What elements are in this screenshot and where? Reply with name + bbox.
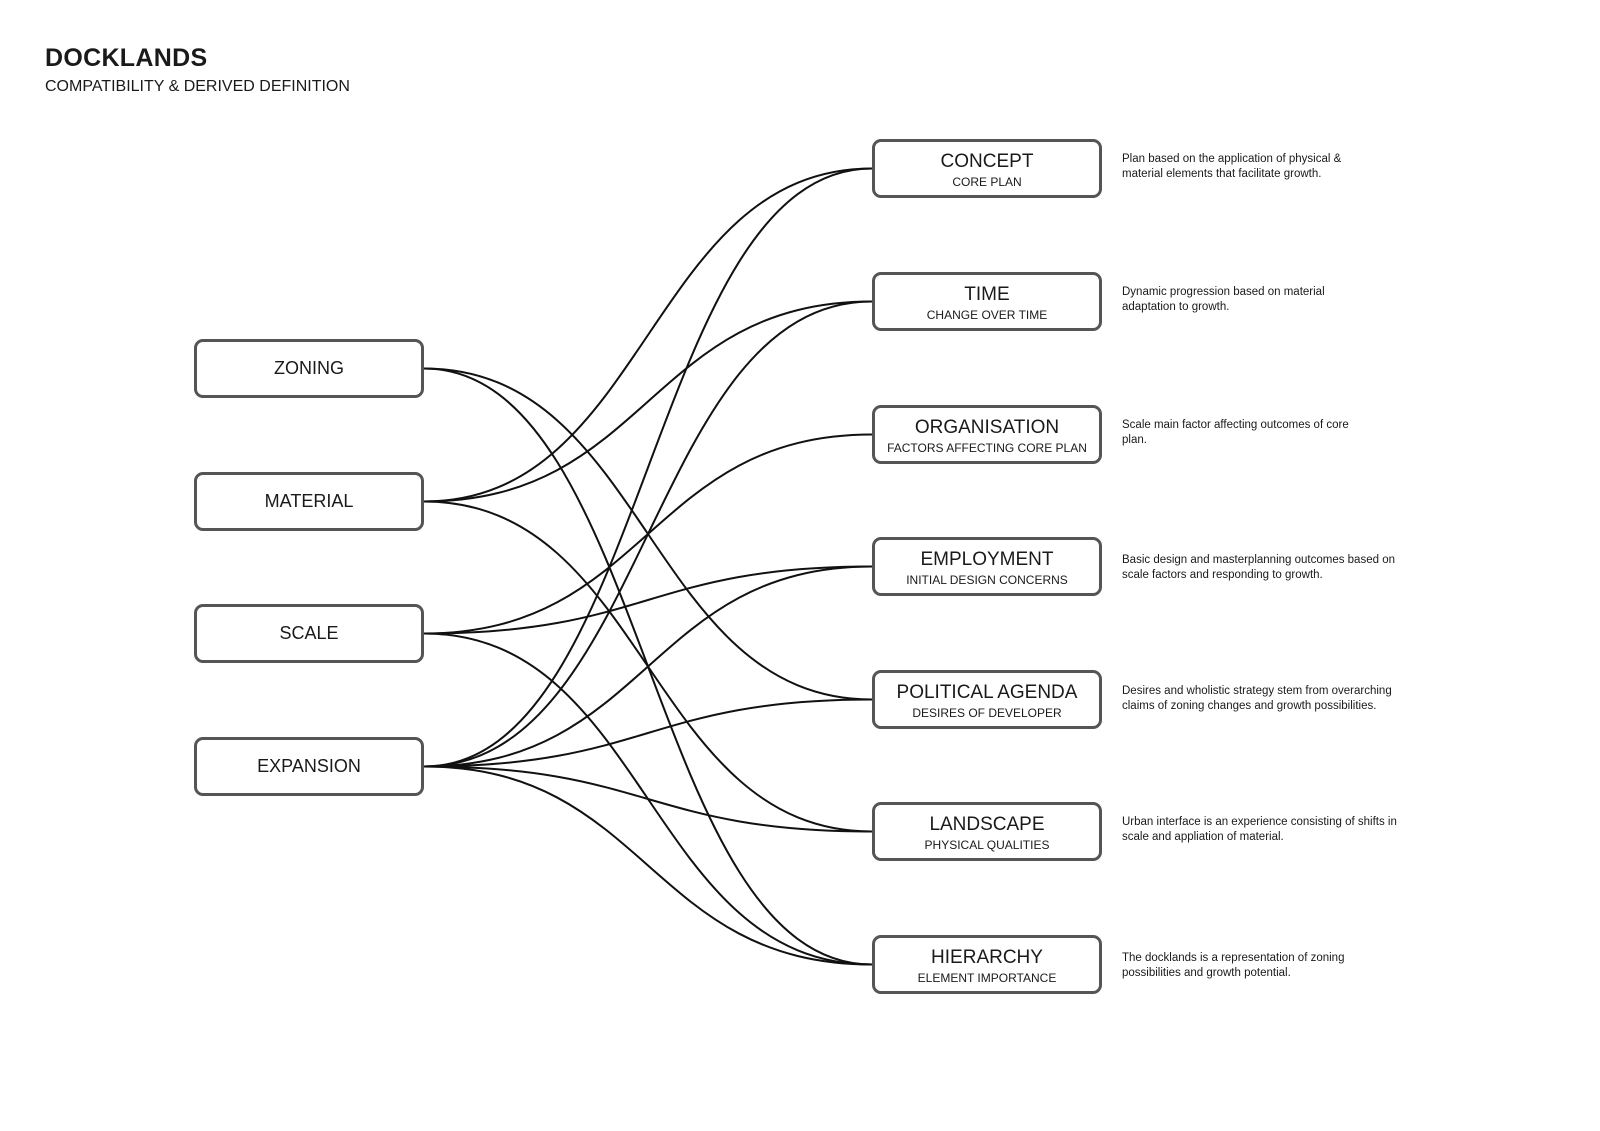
node-employment-label: EMPLOYMENT — [920, 549, 1054, 570]
node-landscape[interactable]: LANDSCAPE PHYSICAL QUALITIES — [872, 802, 1102, 861]
node-concept-sub: CORE PLAN — [952, 175, 1022, 189]
node-concept-label: CONCEPT — [940, 151, 1034, 172]
connection-expansion-hierarchy — [423, 765, 873, 966]
node-zoning-label: ZONING — [274, 358, 344, 378]
node-political-agenda[interactable]: POLITICAL AGENDA DESIRES OF DEVELOPER — [872, 670, 1102, 729]
description-landscape: Urban interface is an experience consist… — [1122, 816, 1397, 843]
description-political-agenda: Desires and wholistic strategy stem from… — [1122, 685, 1392, 712]
node-scale-label: SCALE — [279, 623, 339, 643]
node-material-label: MATERIAL — [264, 491, 354, 511]
page-subtitle: COMPATIBILITY & DERIVED DEFINITION — [45, 78, 350, 95]
page-title: DOCKLANDS — [45, 44, 208, 72]
node-time-sub: CHANGE OVER TIME — [926, 308, 1048, 322]
node-landscape-label: LANDSCAPE — [929, 814, 1045, 835]
connection-material-concept — [423, 167, 873, 503]
description-organisation: Scale main factor affecting outcomes of … — [1122, 419, 1349, 446]
node-expansion[interactable]: EXPANSION — [194, 737, 424, 796]
node-organisation-sub: FACTORS AFFECTING CORE PLAN — [887, 441, 1087, 455]
node-scale[interactable]: SCALE — [194, 604, 424, 663]
node-organisation[interactable]: ORGANISATION FACTORS AFFECTING CORE PLAN — [872, 405, 1102, 464]
node-landscape-sub: PHYSICAL QUALITIES — [924, 838, 1050, 852]
node-time-label: TIME — [964, 284, 1010, 305]
description-time: Dynamic progression based on material ad… — [1122, 286, 1325, 313]
connection-expansion-political-agenda — [423, 698, 873, 768]
connection-expansion-landscape — [423, 765, 873, 833]
node-concept[interactable]: CONCEPT CORE PLAN — [872, 139, 1102, 198]
description-hierarchy: The docklands is a representation of zon… — [1122, 952, 1345, 979]
connection-expansion-employment — [423, 565, 873, 768]
node-hierarchy[interactable]: HIERARCHY ELEMENT IMPORTANCE — [872, 935, 1102, 994]
connection-expansion-time — [423, 300, 873, 768]
description-employment: Basic design and masterplanning outcomes… — [1122, 554, 1395, 581]
node-political-agenda-label: POLITICAL AGENDA — [896, 682, 1078, 703]
node-employment-sub: INITIAL DESIGN CONCERNS — [906, 573, 1068, 587]
node-employment[interactable]: EMPLOYMENT INITIAL DESIGN CONCERNS — [872, 537, 1102, 596]
node-hierarchy-label: HIERARCHY — [931, 947, 1043, 968]
node-political-agenda-sub: DESIRES OF DEVELOPER — [912, 706, 1062, 720]
node-time[interactable]: TIME CHANGE OVER TIME — [872, 272, 1102, 331]
description-concept: Plan based on the application of physica… — [1122, 153, 1342, 180]
node-expansion-label: EXPANSION — [257, 756, 361, 776]
connection-expansion-concept — [423, 167, 873, 768]
node-material[interactable]: MATERIAL — [194, 472, 424, 531]
connection-scale-employment — [423, 565, 873, 635]
node-zoning[interactable]: ZONING — [194, 339, 424, 398]
node-hierarchy-sub: ELEMENT IMPORTANCE — [917, 971, 1057, 985]
connection-material-time — [423, 300, 873, 503]
node-organisation-label: ORGANISATION — [914, 417, 1060, 438]
